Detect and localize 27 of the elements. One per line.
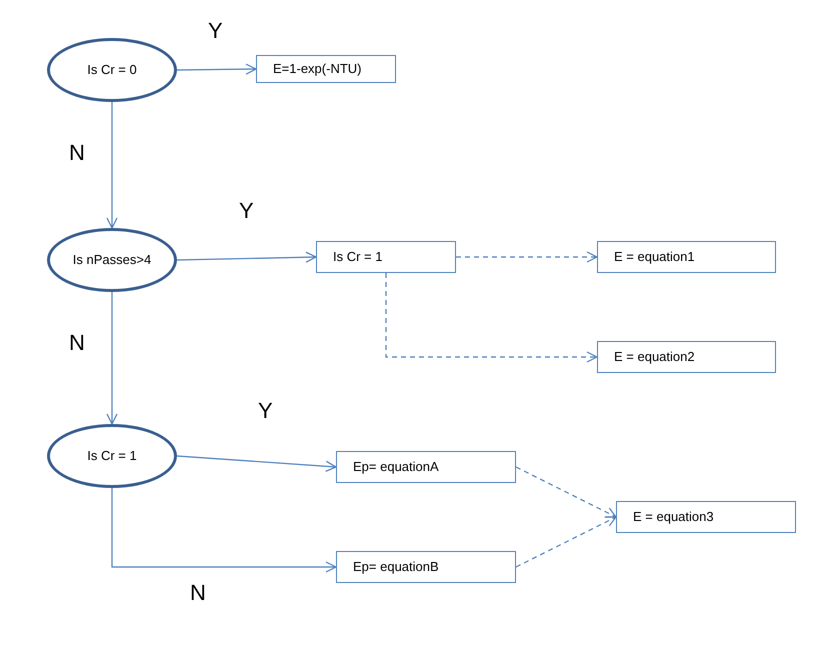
process-box [616, 501, 796, 533]
process-box [256, 55, 396, 83]
arrow [111, 488, 337, 573]
arrow [177, 64, 257, 75]
process-box [597, 241, 776, 273]
node-text: Is Cr = 1 [333, 248, 382, 266]
process-box [336, 451, 516, 483]
node-text: E=1-exp(-NTU) [273, 60, 362, 78]
node-text: E = equation1 [614, 248, 695, 266]
node-text: Ep= equationB [353, 558, 439, 576]
arrow [516, 516, 617, 568]
process-box [316, 241, 456, 273]
arrow [106, 102, 118, 229]
node-text: E = equation2 [614, 348, 695, 366]
arrow [176, 455, 337, 472]
node-text: Is nPasses>4 [72, 251, 152, 270]
process-box [597, 341, 776, 373]
arrow [385, 273, 598, 363]
arrow [516, 466, 617, 518]
node-text: Ep= equationA [353, 458, 439, 476]
arrow [106, 292, 118, 425]
process-box [336, 551, 516, 583]
node-text: Is Cr = 0 [87, 61, 137, 80]
node-text: Is Cr = 1 [87, 447, 137, 466]
arrow [176, 252, 317, 263]
node-text: E = equation3 [633, 508, 714, 526]
arrow [456, 251, 598, 263]
